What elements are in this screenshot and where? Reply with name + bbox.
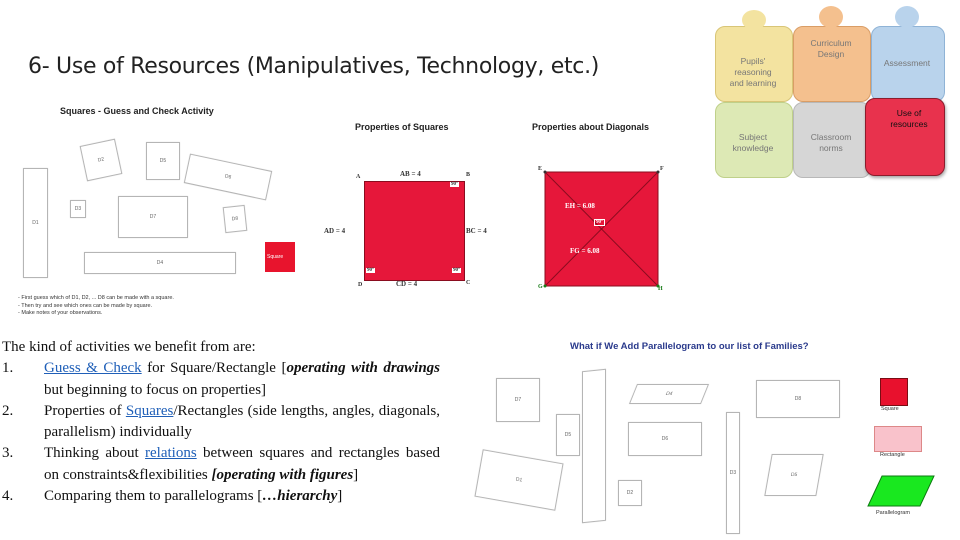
diagonals-panel-title: Properties about Diagonals <box>532 122 650 132</box>
para-shape-d7: D7 <box>496 378 540 422</box>
shape-d6-tilted: D6 <box>183 153 273 201</box>
para-shape-d5: D5 <box>556 414 580 456</box>
parallelogram-panel-title: What if We Add Parallelogram to our list… <box>570 341 809 352</box>
legend-square-label: Square <box>881 406 899 412</box>
legend-square-swatch <box>880 378 908 406</box>
shape-d4: D4 <box>84 252 236 274</box>
activity-item-3: 3. Thinking about relations between squa… <box>2 445 440 483</box>
shape-d2: D2 <box>79 138 123 182</box>
squares-panel-title: Properties of Squares <box>355 122 449 132</box>
square-cd-label: CD = 4 <box>396 280 418 288</box>
puzzle-piece-assessment <box>871 26 945 102</box>
activity-item-1: 1. Guess & Check for Square/Rectangle [o… <box>2 360 441 398</box>
diagonal-figure <box>543 170 660 288</box>
puzzle-piece-curriculum <box>793 26 871 102</box>
link-relations[interactable]: relations <box>145 445 197 462</box>
para-shape-tall <box>582 368 606 524</box>
puzzle-piece-resources[interactable] <box>865 98 945 176</box>
legend-rectangle-label: Rectangle <box>880 452 905 458</box>
para-shape-d5b: D5 <box>764 454 824 496</box>
link-squares[interactable]: Squares <box>125 402 174 419</box>
shape-d1: D1 <box>23 168 48 278</box>
activities-list: The kind of activities we benefit from a… <box>0 337 440 507</box>
guess-check-notes: - First guess which of D1, D2, ... D8 ca… <box>18 295 174 316</box>
activity-item-2: 2. Properties of Squares/Rectangles (sid… <box>2 402 440 441</box>
puzzle-piece-subject <box>715 102 793 178</box>
activity-item-4: 4. Comparing them to parallelograms […hi… <box>2 488 343 505</box>
shape-d8: D8 <box>222 204 248 234</box>
para-shape-d1: D1 <box>474 449 564 511</box>
legend-rectangle-swatch <box>874 426 922 452</box>
para-shape-d8: D8 <box>756 380 840 418</box>
para-shape-d4: D4 <box>628 384 710 404</box>
legend-parallelogram-label: Parallelogram <box>876 510 910 516</box>
para-shape-d6: D6 <box>628 422 702 456</box>
legend-parallelogram-swatch <box>867 475 935 507</box>
red-square-manipulative[interactable]: Square <box>265 242 295 272</box>
square-ad-label: AD = 4 <box>324 227 346 235</box>
teaching-puzzle: Pupils' reasoning and learning Curriculu… <box>705 4 945 182</box>
para-shape-d3: D3 <box>726 412 740 534</box>
shape-d3: D3 <box>70 200 86 218</box>
parallelogram-panel: D7 D4 D8 D5 D6 D3 D1 D2 D5 Square Rectan… <box>474 356 948 536</box>
link-guess-check[interactable]: Guess & Check <box>44 360 142 377</box>
shape-d5: D5 <box>146 142 180 180</box>
slide-title: 6- Use of Resources (Manipulatives, Tech… <box>28 54 600 79</box>
square-ab-label: AB = 4 <box>400 170 421 178</box>
shape-d7: D7 <box>118 196 188 238</box>
square-figure: A B C D AB = 4 AD = 4 BC = 4 CD = 4 90° … <box>324 170 487 288</box>
diagonal-fg-label: FG = 6.08 <box>570 247 600 255</box>
activities-intro: The kind of activities we benefit from a… <box>2 339 256 355</box>
guess-check-panel: Squares - Guess and Check Activity D2 D5… <box>18 100 300 325</box>
diagonal-eh-label: EH = 6.08 <box>565 202 595 210</box>
para-shape-d2: D2 <box>618 480 642 506</box>
square-bc-label: BC = 4 <box>466 227 487 235</box>
square-shape <box>364 181 465 281</box>
guess-check-title: Squares - Guess and Check Activity <box>60 106 214 116</box>
